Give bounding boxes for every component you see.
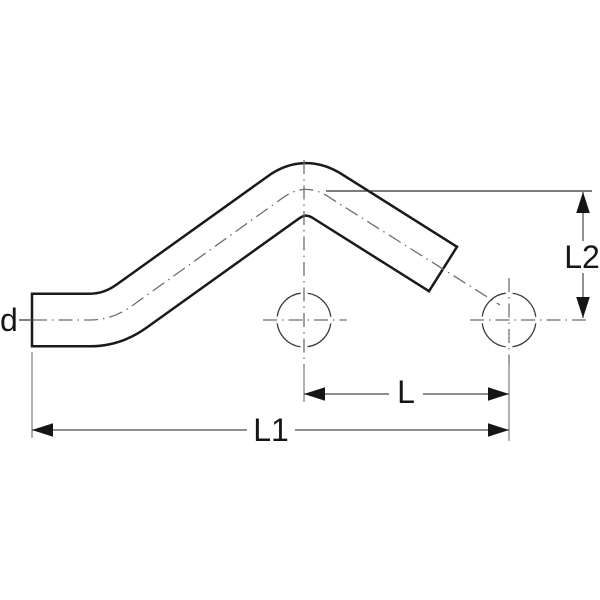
dimension-l1: L1 <box>32 412 509 448</box>
dim-l2-label-mask <box>561 241 600 273</box>
dim-l-arrow-left-icon <box>304 387 325 401</box>
dimension-l2: L2 <box>561 192 600 318</box>
dimension-l: L <box>304 374 509 410</box>
dim-l1-label-mask <box>247 413 295 447</box>
dim-l2-arrow-down-icon <box>576 297 590 318</box>
pipe-interior <box>32 164 457 345</box>
diameter-label: d <box>0 302 18 338</box>
dim-l1-arrow-right-icon <box>488 423 509 437</box>
dim-l1-arrow-left-icon <box>32 423 53 437</box>
dim-l-arrow-right-icon <box>488 387 509 401</box>
dim-l-label: L <box>397 374 415 410</box>
extension-lines <box>31 352 510 441</box>
dim-l2-label: L2 <box>564 239 600 275</box>
dim-l2-arrow-up-icon <box>576 192 590 213</box>
connection-circle-2 <box>470 278 591 365</box>
connection-circle-1 <box>263 160 347 365</box>
dim-l1-label: L1 <box>253 412 289 448</box>
dim-l-label-mask <box>389 377 423 410</box>
